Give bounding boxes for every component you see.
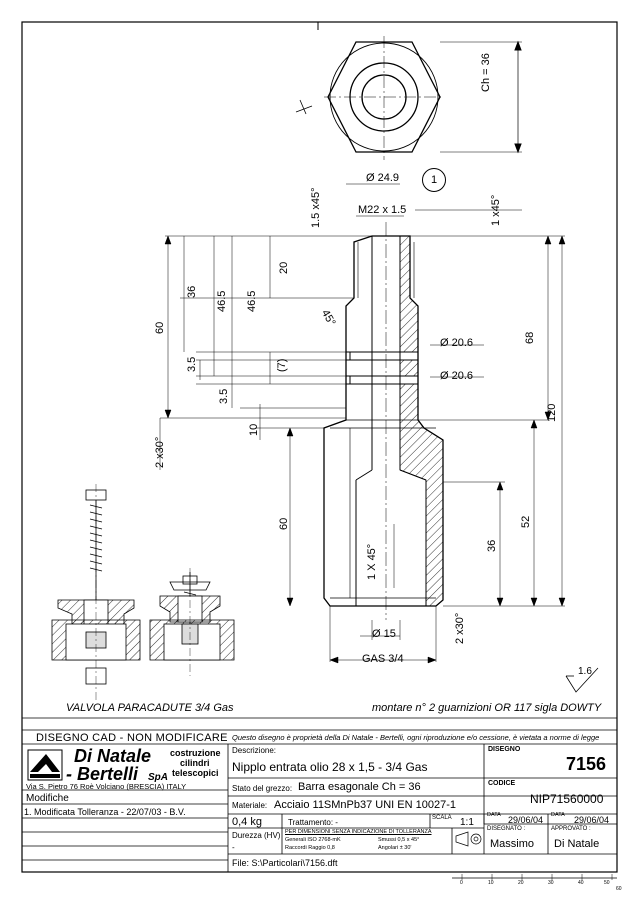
file-path: File: S:\Particolari\7156.dft xyxy=(232,858,338,868)
chamfer-2x30-left-label: 2 x30° xyxy=(154,436,166,468)
projection-symbol xyxy=(455,831,482,847)
durezza-value: - xyxy=(232,843,235,852)
tolerance-title: PER DIMENSIONI SENZA INDICAZIONE DI TOLL… xyxy=(285,829,432,835)
hex-ch-label: Ch = 36 xyxy=(480,53,492,92)
codice-label: CODICE xyxy=(488,780,516,787)
dim-60-inner-label: 60 xyxy=(278,517,290,530)
company-logo xyxy=(27,749,63,781)
valve-sketch xyxy=(51,484,235,700)
codice-value: NIP71560000 xyxy=(530,792,604,806)
ruler-label-0: 0 xyxy=(460,880,463,886)
dim-46-5-b-label: 46.5 xyxy=(246,290,258,312)
data-value-1: 29/06/04 xyxy=(508,815,544,825)
approvato-label: APPROVATO : xyxy=(551,826,591,832)
title-block-lines xyxy=(22,717,617,879)
chamfer-top-right-label: 1 x45° xyxy=(490,194,502,226)
diameter-20-6-a-label: Ø 20.6 xyxy=(440,337,474,349)
roughness-symbol xyxy=(565,667,599,693)
stato-value: Barra esagonale Ch = 36 xyxy=(298,781,421,793)
nipple-section-view xyxy=(323,222,444,620)
dim-68-label: 68 xyxy=(524,331,536,344)
company-desc-1: costruzione xyxy=(170,748,221,758)
tolerance-general: Generali ISO 2768-mK xyxy=(285,837,341,843)
dim-10-label: 10 xyxy=(248,423,260,436)
tolerance-smussi: Smussi 0,5 x 45° xyxy=(378,837,420,843)
ruler-label-60: 60 xyxy=(616,886,622,892)
company-spa: SpA xyxy=(148,772,168,783)
tolerance-raccordi: Raccordi Raggio 0,8 xyxy=(285,845,335,851)
disegnato-value: Massimo xyxy=(490,838,535,850)
roughness-label: 1.6 xyxy=(578,666,592,677)
dim-52-label: 52 xyxy=(520,515,532,528)
trattamento-label: Trattamento: - xyxy=(288,818,338,827)
data-value-2: 29/06/04 xyxy=(574,815,610,825)
ruler-label-10: 10 xyxy=(488,880,494,886)
dim-3-5-b-label: 3.5 xyxy=(218,388,230,404)
dim-20-label: 20 xyxy=(278,261,290,274)
modifiche-label: Modifiche xyxy=(26,793,69,804)
modifica-1: 1. Modificata Tolleranza - 22/07/03 - B.… xyxy=(24,807,186,817)
cad-label: DISEGNO CAD - NON MODIFICARE xyxy=(36,732,228,744)
disegno-value: 7156 xyxy=(566,754,607,774)
disegnato-label: DISEGNATO : xyxy=(487,826,526,832)
company-name-line1: Di Natale xyxy=(74,746,152,766)
description-value: Nipplo entrata olio 28 x 1,5 - 3/4 Gas xyxy=(232,760,428,774)
thread-label: M22 x 1.5 xyxy=(358,204,407,216)
dim-46-5-a-label: 46.5 xyxy=(216,290,228,312)
durezza-label: Durezza (HV) xyxy=(232,831,281,840)
dim-36-label: 36 xyxy=(186,285,198,298)
materiale-value: Acciaio 11SMnPb37 UNI EN 10027-1 xyxy=(274,799,457,811)
dim-7-label: (7) xyxy=(276,358,288,372)
approvato-value: Di Natale xyxy=(554,838,600,850)
gas-thread-label: GAS 3/4 xyxy=(362,653,404,665)
company-desc-2: cilindri xyxy=(180,758,210,768)
diameter-15-label: Ø 15 xyxy=(372,628,396,640)
data-label-2: DATA xyxy=(551,812,565,818)
valve-caption: VALVOLA PARACADUTE 3/4 Gas xyxy=(66,702,234,714)
ruler-label-30: 30 xyxy=(548,880,554,886)
ruler-label-40: 40 xyxy=(578,880,584,886)
scala-label: SCALA xyxy=(432,815,452,821)
disegno-label: DISEGNO xyxy=(488,746,521,753)
ruler-ticks xyxy=(461,874,613,880)
chamfer-top-left-label: 1.5 x45° xyxy=(310,187,322,228)
peso-value: 0,4 kg xyxy=(232,816,262,828)
scala-value: 1:1 xyxy=(460,817,474,828)
tolerance-angolari: Angolari ± 30' xyxy=(378,845,412,851)
dimension-lines xyxy=(159,183,566,664)
dim-3-5-a-label: 3.5 xyxy=(186,356,198,372)
ruler-label-20: 20 xyxy=(518,880,524,886)
assembly-note: montare n° 2 guarnizioni OR 117 sigla DO… xyxy=(372,702,602,714)
company-name-line2: - Bertelli xyxy=(66,764,139,784)
property-notice: Questo disegno è proprietà della Di Nata… xyxy=(232,733,600,742)
materiale-label: Materiale: xyxy=(232,801,268,810)
description-label: Descrizione: xyxy=(232,746,277,755)
diameter-24-9-label: Ø 24.9 xyxy=(366,172,400,184)
company-address: Via S. Pietro 76 Roè Volciano (BRESCIA) … xyxy=(26,782,187,791)
company-desc-3: telescopici xyxy=(172,768,219,778)
sheet-border xyxy=(21,21,618,873)
dim-120-label: 120 xyxy=(546,403,558,422)
diameter-20-6-b-label: Ø 20.6 xyxy=(440,370,474,382)
hex-end-view xyxy=(295,36,522,160)
part-balloon: 1 xyxy=(422,168,446,192)
dim-36-bottom-label: 36 xyxy=(486,539,498,552)
stato-label: Stato del grezzo: xyxy=(232,784,293,793)
ruler-label-50: 50 xyxy=(604,880,610,886)
data-label-1: DATA xyxy=(487,812,501,818)
chamfer-1x45-label: 1 X 45° xyxy=(366,543,378,580)
dim-60-left-label: 60 xyxy=(154,321,166,334)
chamfer-2x30-right-label: 2 x30° xyxy=(454,612,466,644)
